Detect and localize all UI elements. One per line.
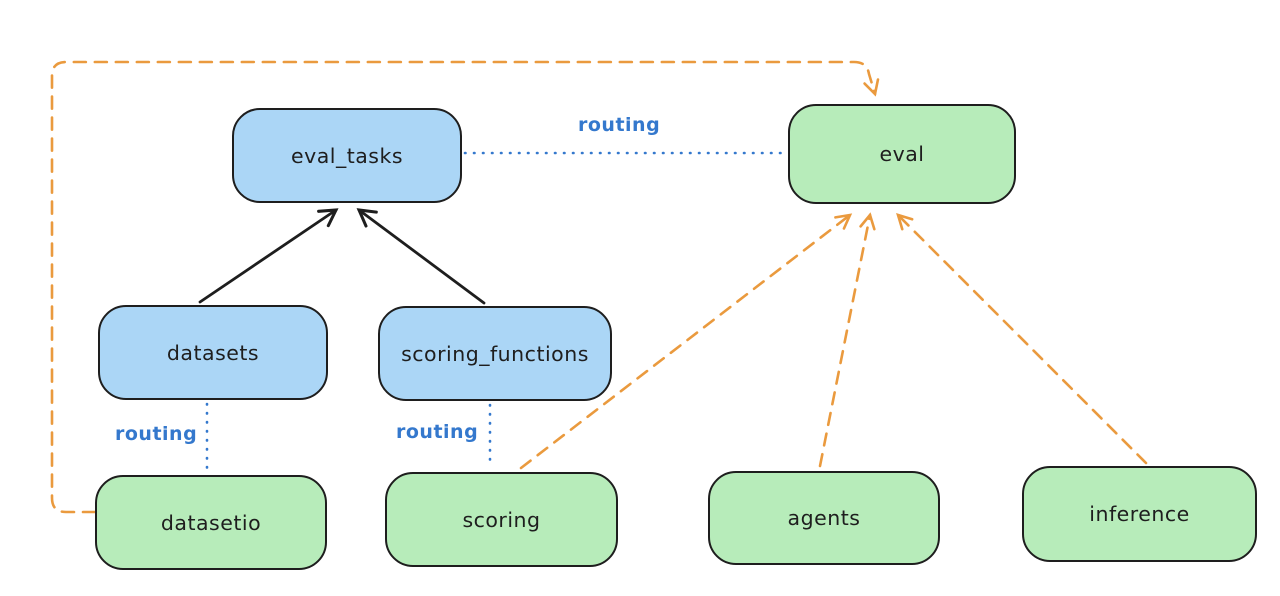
node-eval: eval <box>788 104 1016 204</box>
node-inference: inference <box>1022 466 1257 562</box>
edge-scoring-functions-to-eval-tasks <box>356 208 486 305</box>
edge-label-routing-datasets-datasetio: routing <box>115 423 198 445</box>
node-scoring-label: scoring <box>462 507 541 532</box>
edge-label-routing-eval-tasks-eval: routing <box>578 114 661 136</box>
edge-label-routing-scoring-functions-scoring: routing <box>396 421 479 443</box>
edge-datasets-to-eval-tasks <box>198 208 339 304</box>
node-datasetio: datasetio <box>95 475 327 570</box>
edge-agents-to-eval <box>818 212 876 468</box>
edge-datasetio-to-eval <box>50 60 880 514</box>
node-eval-tasks: eval_tasks <box>232 108 462 203</box>
node-datasets: datasets <box>98 305 328 400</box>
node-datasets-label: datasets <box>166 340 260 365</box>
node-eval-tasks-label: eval_tasks <box>290 143 404 168</box>
node-inference-label: inference <box>1089 502 1190 526</box>
node-datasetio-label: datasetio <box>160 510 262 535</box>
edge-inference-to-eval <box>896 213 1148 465</box>
node-eval-label: eval <box>879 142 925 166</box>
node-agents: agents <box>708 471 940 565</box>
edge-scoring-to-eval <box>519 213 853 470</box>
node-agents-label: agents <box>787 506 861 530</box>
node-scoring-functions-label: scoring_functions <box>401 341 589 366</box>
node-scoring: scoring <box>385 472 618 567</box>
node-scoring-functions: scoring_functions <box>378 306 612 401</box>
